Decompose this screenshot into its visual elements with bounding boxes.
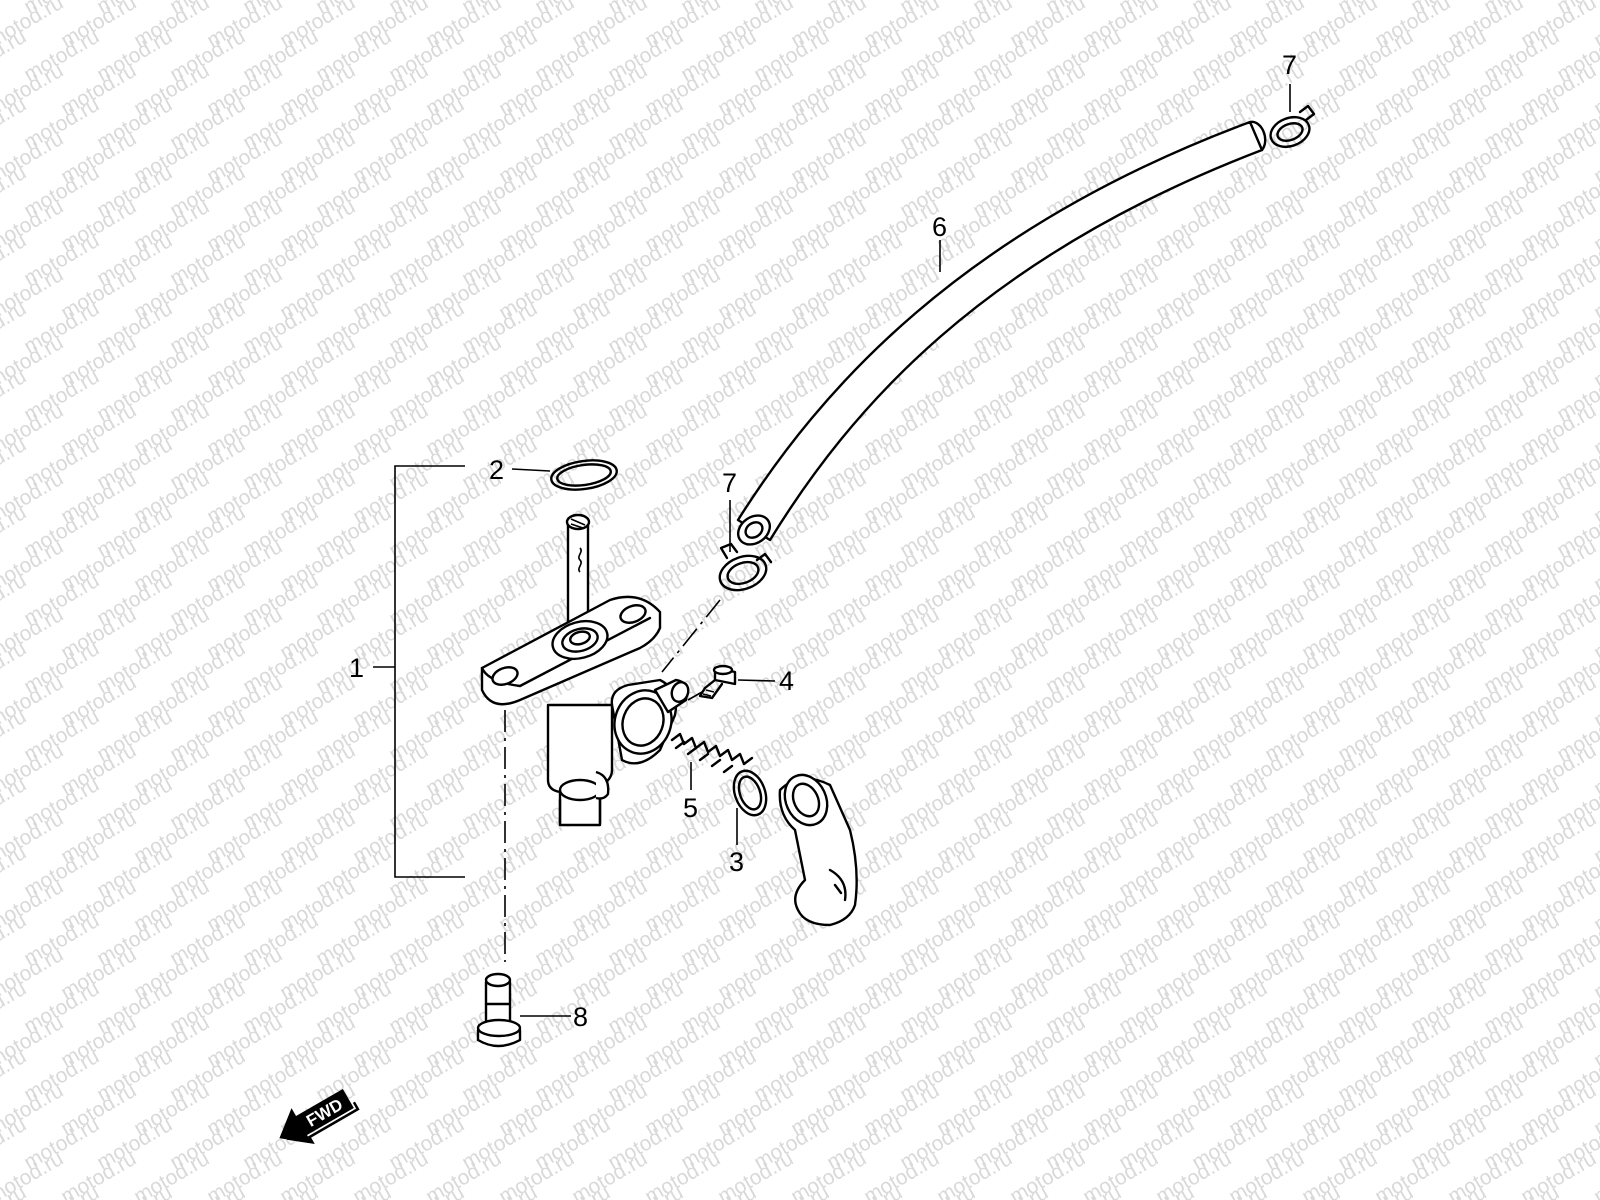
callout-7-lower: 7 (722, 468, 737, 498)
callout-1: 1 (349, 653, 364, 683)
callout-8: 8 (573, 1002, 588, 1032)
callout-2: 2 (489, 455, 504, 485)
callout-4: 4 (779, 666, 794, 696)
callout-6: 6 (932, 212, 947, 242)
callout-7-upper: 7 (1282, 50, 1297, 80)
callout-5: 5 (683, 793, 698, 823)
callout-3: 3 (729, 847, 744, 877)
